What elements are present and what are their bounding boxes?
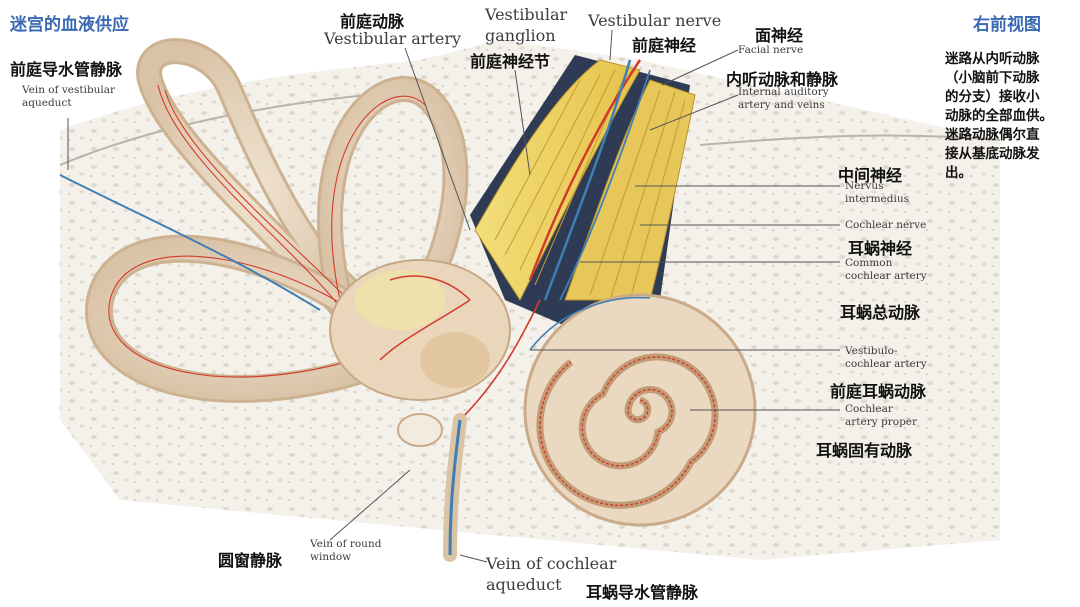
diagram-title: 迷宫的血液供应	[10, 15, 129, 35]
common-cochlear-artery	[459, 299, 541, 421]
view-label: 右前视图	[973, 15, 1041, 35]
vestibular-nerve-fibers	[474, 59, 641, 302]
label-vestibular-nerve-cn: 前庭神经	[632, 36, 697, 55]
labyrinthine-vein	[543, 59, 632, 301]
label-vestibulocochlear-artery-en: Vestibulo- cochlear artery	[845, 345, 927, 370]
label-vestibular-ganglion-en: Vestibular ganglion	[485, 5, 568, 45]
label-vein-cochlear-aqueduct-cn: 耳蜗导水管静脉	[586, 583, 699, 602]
round-window	[397, 413, 443, 447]
label-internal-auditory-cn: 内听动脉和静脉	[726, 70, 839, 89]
note-text: 迷路从内听动脉 （小脑前下动脉 的分支）接收小 动脉的全部血供。 迷路动脉偶尔直…	[945, 51, 1053, 181]
label-common-cochlear-artery-cn: 耳蜗总动脉	[840, 303, 921, 322]
label-cochlear-nerve-cn: 耳蜗神经	[848, 239, 913, 258]
cochlear-nerve-fibers	[564, 79, 696, 301]
label-vein-round-window-en: Vein of round window	[310, 538, 382, 563]
label-cochlear-artery-proper-en: Cochlear artery proper	[845, 403, 918, 428]
bone-edge-right	[699, 134, 1001, 146]
vestibular-aqueduct-vein	[59, 174, 321, 311]
label-facial-nerve-en: Facial nerve	[738, 44, 804, 56]
label-vestibular-ganglion-cn: 前庭神经节	[470, 52, 551, 71]
label-vein-vestibular-aqueduct-cn: 前庭导水管静脉	[10, 60, 123, 79]
label-vestibular-artery-en: Vestibular artery	[324, 29, 462, 48]
label-cochlear-artery-proper-cn: 耳蜗固有动脉	[816, 441, 913, 460]
label-vein-round-window-cn: 圆窗静脉	[218, 551, 283, 570]
label-internal-auditory-en: Internal auditory artery and veins	[738, 86, 829, 111]
label-vestibular-artery-cn: 前庭动脉	[340, 12, 405, 31]
label-vestibulocochlear-artery-cn: 前庭耳蜗动脉	[830, 382, 927, 401]
labyrinthine-artery	[528, 59, 642, 281]
canal-vessels	[108, 84, 426, 378]
label-vestibular-nerve-en: Vestibular nerve	[588, 11, 722, 30]
label-vein-cochlear-aqueduct-en: Vein of cochlear aqueduct	[486, 554, 617, 594]
label-cochlear-nerve-en: Cochlear nerve	[845, 219, 927, 231]
label-common-cochlear-artery-en: Common cochlear artery	[845, 257, 927, 282]
label-nervus-intermedius-en: Nervus intermedius	[845, 180, 909, 205]
vestibular-artery-branch	[379, 275, 471, 361]
label-vein-vestibular-aqueduct-en: Vein of vestibular aqueduct	[22, 84, 116, 109]
label-facial-nerve-cn: 面神经	[755, 26, 804, 45]
leader-lines	[67, 29, 840, 563]
semicircular-canals	[84, 38, 469, 403]
label-nervus-intermedius-cn: 中间神经	[838, 166, 903, 185]
